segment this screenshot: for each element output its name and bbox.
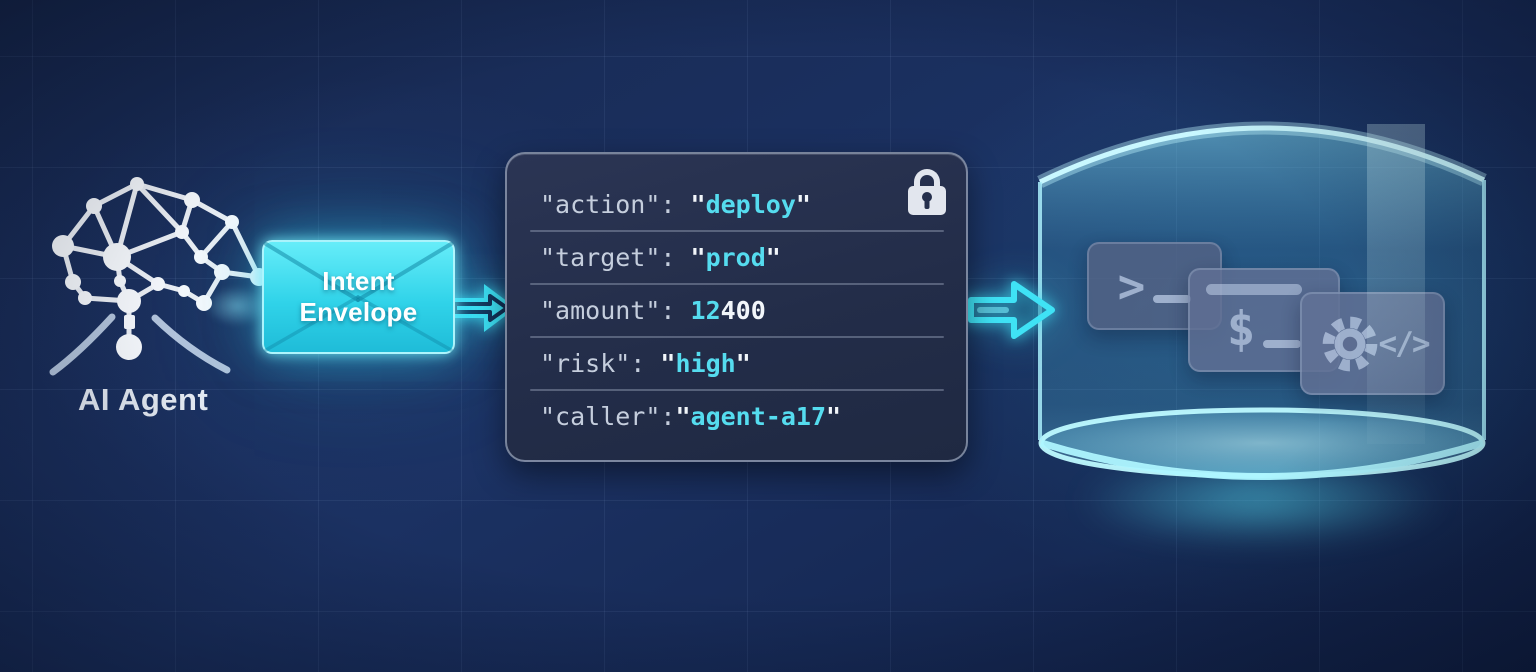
envelope-icon	[264, 242, 453, 352]
lock-icon	[908, 169, 946, 215]
json-value-segment: "	[765, 243, 781, 272]
lock-shackle	[914, 169, 940, 193]
json-value-segment: "	[826, 402, 842, 431]
intent-json-panel: "action": "deploy""target": "prod""amoun…	[505, 152, 968, 462]
arrow-right-icon	[448, 284, 516, 332]
glow-beam	[205, 286, 269, 326]
intent-envelope: Intent Envelope	[262, 240, 455, 354]
row-divider	[530, 283, 944, 285]
json-row: "risk": "high"	[540, 338, 944, 389]
json-value-segment: "	[795, 190, 811, 219]
json-value-segment: "	[660, 349, 676, 378]
json-key: "caller":	[540, 402, 676, 431]
json-value-segment: high	[675, 349, 736, 378]
json-key: "amount":	[540, 296, 691, 325]
json-rows: "action": "deploy""target": "prod""amoun…	[507, 154, 966, 460]
json-value-segment: agent-a17	[690, 402, 826, 431]
envelope-label: Intent Envelope	[264, 242, 453, 352]
envelope-label-line2: Envelope	[299, 297, 418, 327]
json-value-segment: 400	[720, 296, 766, 325]
json-value-segment: deploy	[705, 190, 796, 219]
arrow-right-icon	[968, 281, 1055, 339]
json-key: "target":	[540, 243, 691, 272]
code-icon: </>	[1378, 325, 1431, 362]
lock-keyhole-stem	[924, 199, 930, 209]
terminal-prompt-icon: >	[1117, 259, 1146, 313]
dollar-icon: $	[1226, 301, 1256, 357]
json-row: "action": "deploy"	[540, 179, 944, 230]
lock-body	[908, 186, 946, 215]
envelope-label-line1: Intent	[322, 266, 395, 296]
neural-network-icon	[49, 177, 268, 376]
cursor-underscore-icon	[1153, 295, 1192, 303]
json-value-segment: "	[690, 243, 706, 272]
gear-code-tile: </>	[1300, 292, 1445, 395]
json-value-segment: prod	[705, 243, 766, 272]
cursor-underscore-icon	[1263, 340, 1302, 348]
agent-label: AI Agent	[78, 382, 209, 417]
json-value-segment: "	[675, 402, 691, 431]
row-divider	[530, 230, 944, 232]
row-divider	[530, 389, 944, 391]
json-value-segment: "	[735, 349, 751, 378]
json-row: "target": "prod"	[540, 232, 944, 283]
row-divider	[530, 336, 944, 338]
title-bar	[1206, 284, 1302, 295]
json-key: "action":	[540, 190, 691, 219]
json-key: "risk":	[540, 349, 661, 378]
glass-vault-cylinder: > $ </>	[1037, 68, 1487, 548]
json-value-segment: 12	[690, 296, 721, 325]
lock-keyhole	[922, 192, 932, 202]
json-value-segment: "	[690, 190, 706, 219]
json-row: "caller":"agent-a17"	[540, 391, 944, 442]
gear-icon	[1322, 316, 1377, 371]
